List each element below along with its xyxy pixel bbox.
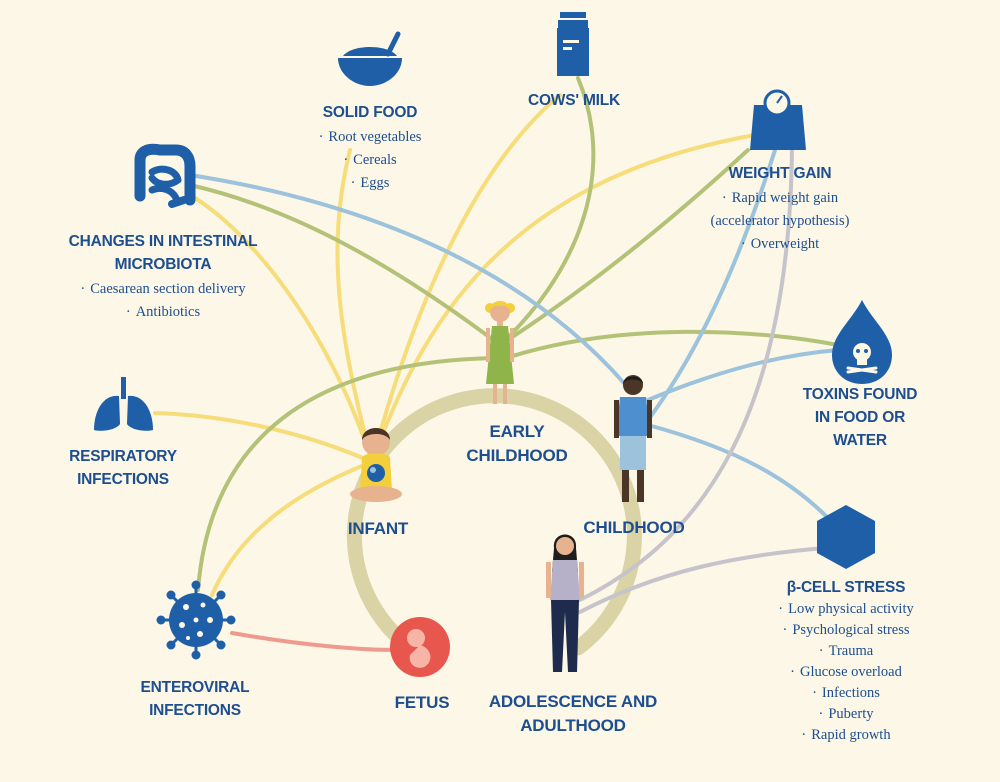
lungs-icon — [94, 377, 153, 431]
list-item: ·Root vegetables — [318, 129, 422, 145]
stage-adulthood-label: ADOLESCENCE AND ADULTHOOD — [488, 692, 658, 735]
list-item: ·Rapid growth — [801, 727, 891, 743]
line-enteroviral-early — [196, 356, 502, 592]
stage-fetus-label: FETUS — [394, 693, 450, 712]
woman-figure — [546, 534, 584, 672]
beta-cell-label: β-CELL STRESS ·Low physical activity ·Ps… — [758, 576, 934, 746]
cows-milk-label: COWS' MILK — [512, 89, 636, 112]
list-item: ·Overweight — [740, 236, 820, 252]
respiratory-label: RESPIRATORY INFECTIONS — [60, 445, 186, 491]
poison-drop-icon — [832, 300, 892, 384]
line-weight-adulthood — [578, 143, 794, 602]
blue-connectors — [188, 148, 840, 520]
line-enteroviral-fetus — [230, 631, 397, 652]
milk-carton-icon — [557, 12, 589, 76]
list-item: ·Psychological stress — [782, 622, 910, 638]
line-toxins-early — [498, 329, 840, 362]
microbiota-title-1: CHANGES IN INTESTINAL — [68, 233, 258, 250]
enteroviral-title-1: ENTEROVIRAL — [140, 679, 250, 696]
list-item: ·Antibiotics — [125, 304, 201, 320]
gray-connectors — [578, 143, 827, 614]
beta-cell-title: β-CELL STRESS — [786, 579, 906, 596]
solid-food-label: SOLID FOOD ·Root vegetables ·Cereals ·Eg… — [290, 101, 450, 195]
boy-figure — [614, 375, 652, 502]
girl-figure — [485, 301, 515, 404]
line-milk-early — [498, 76, 596, 347]
intestine-icon — [134, 143, 196, 208]
list-item: ·Rapid weight gain — [721, 190, 839, 206]
lifecycle-ring — [346, 388, 642, 656]
fetus-icon — [390, 617, 450, 677]
list-item: ·Caesarean section delivery — [80, 281, 246, 297]
toxins-title-3: WATER — [833, 432, 887, 449]
bowl-icon — [338, 31, 402, 86]
line-betacell-childhood — [646, 423, 830, 520]
hexagon-icon — [817, 505, 875, 569]
virus-icon — [156, 580, 236, 660]
toxins-title-1: TOXINS FOUND — [802, 386, 918, 403]
list-item: ·Trauma — [818, 643, 874, 659]
enteroviral-label: ENTEROVIRAL INFECTIONS — [130, 676, 260, 722]
toxins-label: TOXINS FOUND IN FOOD OR WATER — [790, 383, 930, 452]
line-microbiota-infant — [188, 193, 374, 464]
weight-gain-title: WEIGHT GAIN — [728, 165, 832, 182]
green-connectors — [188, 76, 840, 592]
line-microbiota-early — [188, 183, 502, 347]
weight-gain-label: WEIGHT GAIN ·Rapid weight gain (accelera… — [690, 162, 870, 256]
microbiota-title-2: MICROBIOTA — [114, 256, 212, 273]
infant-figure — [350, 428, 402, 502]
line-respiratory-infant — [153, 411, 374, 464]
line-solidfood-infant — [335, 148, 374, 464]
list-item: ·Eggs — [350, 175, 390, 191]
line-weight-early — [498, 148, 750, 347]
line-microbiota-childhood — [188, 173, 632, 392]
scale-icon — [750, 89, 806, 150]
line-betacell-adulthood — [578, 546, 827, 614]
list-item: ·Cereals — [343, 152, 397, 168]
line-weight-infant — [370, 133, 757, 464]
line-toxins-childhood — [646, 348, 840, 402]
respiratory-title-1: RESPIRATORY — [69, 448, 177, 465]
line-enteroviral-infant — [210, 460, 374, 597]
respiratory-title-2: INFECTIONS — [77, 471, 169, 488]
toxins-title-2: IN FOOD OR — [814, 409, 906, 426]
stage-childhood-label: CHILDHOOD — [583, 518, 685, 537]
list-item: ·Glucose overload — [790, 664, 902, 680]
solid-food-title: SOLID FOOD — [322, 104, 418, 121]
stage-early-childhood-label: EARLY CHILDHOOD — [466, 422, 568, 465]
list-item: ·Puberty — [818, 706, 874, 722]
list-item: ·Infections — [812, 685, 880, 701]
stage-infant-label: INFANT — [347, 519, 409, 538]
microbiota-label: CHANGES IN INTESTINAL MICROBIOTA ·Caesar… — [50, 230, 276, 324]
list-item: ·Low physical activity — [778, 601, 914, 617]
cows-milk-title: COWS' MILK — [527, 92, 621, 109]
enteroviral-title-2: INFECTIONS — [149, 702, 241, 719]
list-item: (accelerator hypothesis) — [710, 213, 850, 229]
